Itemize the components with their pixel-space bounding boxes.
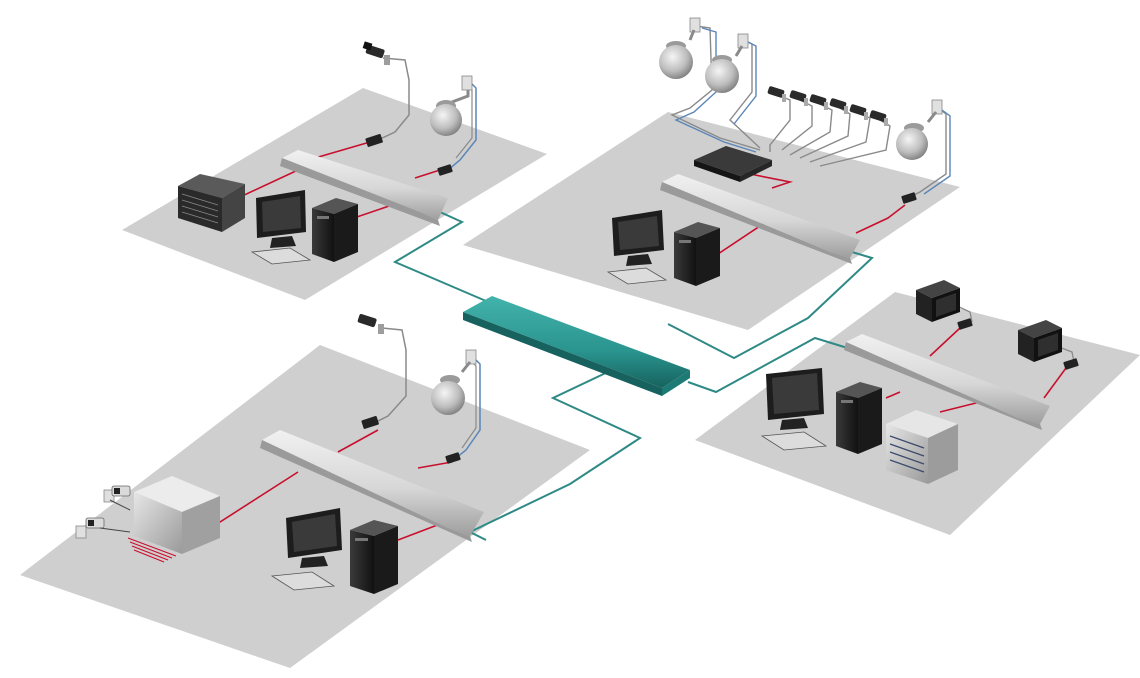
pc-tower-icon: [350, 520, 398, 594]
dome-camera-icon: [896, 99, 943, 160]
cctv-monitor-icon: [916, 280, 960, 322]
monitor-icon: [766, 368, 824, 430]
keyboard-icon: [250, 247, 312, 265]
dome-camera-icon: [430, 75, 473, 136]
keyboard-icon: [270, 571, 336, 591]
pc-tower-icon: [312, 198, 358, 262]
box-camera-icon: [809, 94, 828, 110]
box-camera-icon: [869, 110, 888, 126]
video-matrix-icon: [99, 476, 220, 563]
box-camera-icon: [767, 86, 786, 102]
box-camera-icon: [849, 104, 868, 120]
monitor-icon: [612, 210, 664, 266]
floor-top-right: [463, 112, 960, 330]
keyboard-icon: [760, 431, 828, 451]
keyboard-icon: [606, 267, 668, 285]
pc-tower-icon: [674, 222, 720, 286]
dvr-recorder-icon: [694, 146, 772, 182]
central-network-switch-icon: [463, 296, 690, 396]
dome-camera-icon: [431, 349, 477, 415]
network-switch-icon: [660, 174, 860, 264]
site-bottom-right: [760, 280, 1079, 484]
encoder-icon: [365, 133, 383, 147]
box-camera-icon: [362, 41, 390, 65]
site-top-right: [606, 17, 951, 286]
backbone-links: [392, 211, 874, 541]
storage-server-icon: [886, 410, 958, 484]
encoder-icon: [957, 318, 973, 330]
dome-camera-icon: [659, 17, 701, 79]
encoder-icon: [901, 192, 917, 204]
site-top-left: [178, 41, 477, 265]
cctv-monitor-icon: [1018, 320, 1062, 362]
encoder-icon: [361, 415, 379, 429]
box-camera-icon: [789, 90, 808, 106]
dome-camera-icon: [705, 33, 749, 93]
network-switch-icon: [280, 150, 448, 226]
encoder-icon: [445, 452, 461, 464]
site-bottom-left: [75, 313, 484, 594]
floor-top-left: [122, 88, 547, 300]
monitor-icon: [256, 190, 306, 248]
box-camera-icon: [75, 517, 105, 539]
box-camera-icon: [829, 98, 848, 114]
floor-bottom-left: [20, 345, 590, 668]
storage-server-icon: [178, 174, 245, 232]
monitor-icon: [286, 508, 342, 568]
box-camera-icon: [357, 313, 384, 334]
encoder-icon: [1063, 358, 1079, 370]
network-switch-icon: [844, 334, 1050, 430]
encoder-icon: [437, 164, 453, 176]
box-camera-icon: [103, 485, 131, 503]
pc-tower-icon: [836, 382, 882, 454]
network-switch-icon: [260, 430, 484, 542]
